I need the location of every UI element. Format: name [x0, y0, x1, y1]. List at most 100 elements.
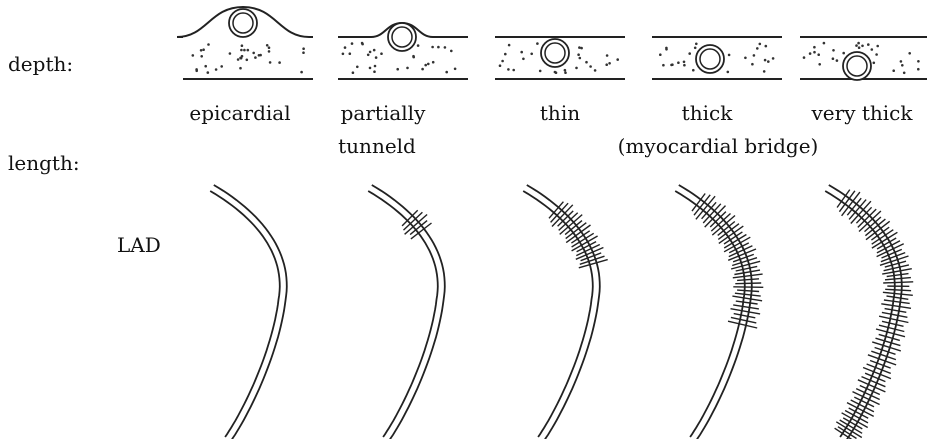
muscle-fiber-dot — [539, 70, 542, 73]
depth-row-label: depth: — [8, 52, 73, 76]
depth-panel-epicardial — [177, 7, 313, 79]
muscle-fiber-dot — [536, 42, 539, 45]
muscle-fiber-dot — [373, 49, 376, 52]
muscle-fiber-dot — [751, 63, 754, 66]
muscle-fiber-dot — [765, 45, 768, 48]
muscle-fiber-dot — [499, 64, 502, 67]
muscle-fiber-dot — [241, 44, 244, 47]
muscle-fiber-dot — [269, 61, 272, 64]
muscle-fiber-dot — [892, 69, 895, 72]
muscle-fiber-dot — [580, 47, 583, 50]
muscle-fiber-dot — [240, 49, 243, 52]
muscle-fiber-dot — [873, 62, 876, 65]
muscle-fiber-dot — [432, 61, 435, 64]
muscle-fiber-dot — [207, 71, 210, 74]
vessel-inner-ring — [700, 49, 720, 69]
muscle-fiber-dot — [369, 67, 372, 70]
muscle-fiber-dot — [589, 65, 592, 68]
lad-vessel-5 — [825, 185, 913, 439]
vessel-inner-ring — [545, 43, 565, 63]
muscle-fiber-dot — [695, 43, 698, 46]
vessel-inner-ring — [233, 13, 253, 33]
muscle-bridge-hatch — [862, 377, 886, 387]
muscle-fiber-dot — [764, 59, 767, 62]
muscle-bridge-hatch — [868, 355, 896, 365]
muscle-bridge-hatch — [867, 364, 891, 373]
muscle-fiber-dot — [901, 64, 904, 67]
muscle-fiber-dot — [875, 53, 878, 56]
muscle-fiber-dot — [753, 54, 756, 57]
muscle-fiber-dot — [254, 56, 257, 59]
muscle-fiber-dot — [444, 46, 447, 49]
muscle-fiber-dot — [352, 71, 355, 74]
muscle-fiber-dot — [195, 70, 198, 73]
muscle-bridge-hatch — [887, 274, 909, 277]
muscle-fiber-dot — [763, 70, 766, 73]
muscle-fiber-dot — [659, 53, 662, 56]
muscle-bridge-hatch — [860, 386, 880, 395]
muscle-fiber-dot — [344, 46, 347, 49]
muscle-fiber-dot — [871, 48, 874, 51]
muscle-bridge-hatch — [733, 287, 763, 288]
muscle-fiber-dot — [200, 55, 203, 58]
muscle-fiber-dot — [373, 70, 376, 73]
muscle-fiber-dot — [857, 42, 860, 45]
muscle-fiber-dot — [278, 61, 281, 64]
muscle-fiber-dot — [767, 60, 770, 63]
depth-panel-partially-tunneled — [338, 23, 468, 79]
muscle-bridge-hatch — [731, 309, 761, 314]
muscle-bridge-hatch — [881, 304, 911, 309]
muscle-bridge-hatch — [405, 215, 428, 235]
muscle-fiber-dot — [202, 48, 205, 51]
vessel-wall-line — [210, 191, 280, 437]
lad-vessel-4 — [675, 185, 763, 439]
muscle-fiber-dot — [204, 65, 207, 68]
muscle-fiber-dot — [302, 51, 305, 54]
muscle-fiber-dot — [772, 57, 775, 60]
muscle-fiber-dot — [450, 50, 453, 53]
vessel-inner-ring — [847, 56, 867, 76]
muscle-bridge-hatch — [733, 305, 759, 309]
muscle-fiber-dot — [237, 58, 240, 61]
muscle-fiber-dot — [259, 54, 262, 57]
muscle-fiber-dot — [606, 54, 609, 57]
muscle-bridge-hatch — [581, 253, 602, 261]
muscle-bridge-hatch — [735, 293, 761, 296]
muscle-fiber-dot — [832, 49, 835, 52]
muscle-fiber-dot — [727, 71, 730, 74]
muscle-fiber-dot — [268, 50, 271, 53]
muscle-fiber-dot — [662, 64, 665, 67]
myocardial-bridge-note: (myocardial bridge) — [618, 134, 819, 158]
category-label-epicardial: epicardial — [189, 101, 290, 125]
muscle-fiber-dot — [817, 53, 820, 56]
muscle-fiber-dot — [520, 51, 523, 54]
muscle-fiber-dot — [836, 59, 839, 62]
muscle-fiber-dot — [241, 55, 244, 58]
muscle-bridge-hatch — [552, 205, 573, 227]
muscle-fiber-dot — [431, 46, 434, 49]
muscle-fiber-dot — [813, 51, 816, 54]
muscle-bridge-hatch — [732, 296, 762, 301]
muscle-fiber-dot — [427, 63, 430, 66]
muscle-fiber-dot — [555, 71, 558, 74]
muscle-fiber-dot — [803, 56, 806, 59]
vessel-wall-line — [368, 191, 438, 437]
muscle-bridge-hatch — [736, 301, 758, 304]
muscle-bridge-hatch — [560, 215, 583, 235]
lad-vessel-2 — [368, 185, 445, 439]
muscle-bridge-hatch — [737, 279, 759, 281]
category-label-thick: thick — [682, 101, 733, 125]
muscle-fiber-dot — [577, 53, 580, 56]
muscle-fiber-dot — [200, 49, 203, 52]
muscle-bridge-hatch — [733, 254, 754, 261]
muscle-fiber-dot — [367, 54, 370, 57]
muscle-fiber-dot — [683, 61, 686, 64]
muscle-fiber-dot — [564, 71, 567, 74]
muscle-fiber-dot — [908, 52, 911, 55]
muscle-fiber-dot — [356, 66, 359, 69]
muscle-fiber-dot — [832, 57, 835, 60]
muscle-fiber-dot — [692, 69, 695, 72]
muscle-fiber-dot — [759, 43, 762, 46]
muscle-bridge-hatch — [705, 206, 726, 228]
muscle-fiber-dot — [512, 69, 515, 72]
